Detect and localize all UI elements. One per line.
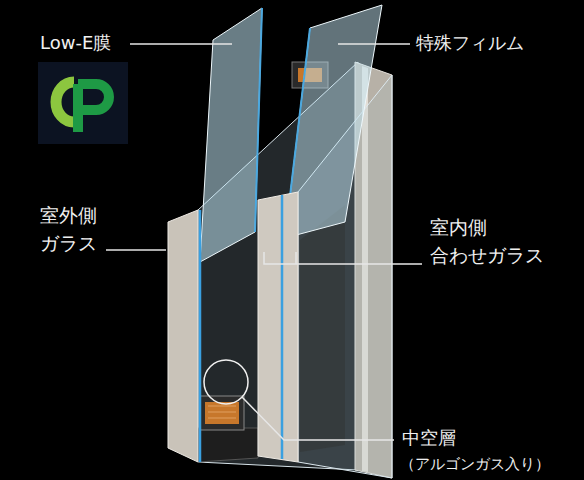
logo-tile	[38, 62, 128, 144]
part-label: 室内側 合わせガラス	[430, 214, 554, 269]
desiccant	[205, 402, 239, 424]
leader-line	[130, 43, 232, 45]
leader-line	[338, 43, 410, 45]
part-label: 中空層	[402, 425, 456, 451]
leader-line	[242, 397, 394, 440]
glass-edge	[258, 192, 298, 462]
part-label: 室外側 ガラス	[40, 202, 106, 257]
leader-line	[264, 252, 422, 264]
laminate-film	[281, 195, 284, 459]
glass-edge	[168, 210, 198, 462]
low-e-sheet	[200, 8, 262, 262]
film-sheet	[285, 5, 382, 238]
part-label: 特殊フィルム	[416, 30, 524, 56]
part-label: Low-E膜	[40, 30, 111, 56]
desiccant-texture	[208, 406, 236, 418]
sealant	[198, 428, 258, 462]
leader-line	[106, 249, 166, 251]
logo-mark	[56, 82, 74, 122]
film-edge	[255, 8, 262, 232]
low-e-coat	[199, 210, 202, 462]
callout-circle	[204, 360, 248, 404]
part-label: （アルゴンガス入り）	[400, 454, 550, 476]
logo-mark	[78, 84, 109, 132]
